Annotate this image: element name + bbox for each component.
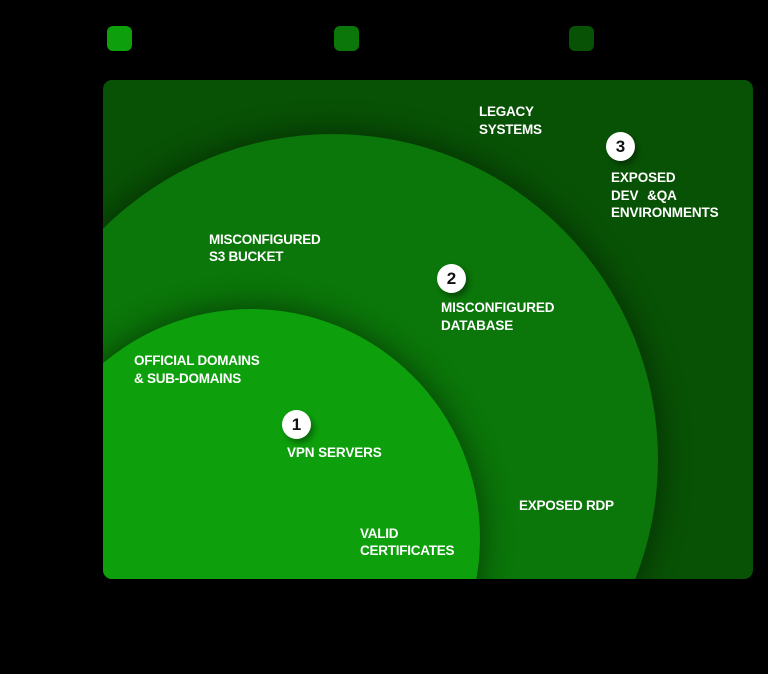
label-line: VPN SERVERS: [287, 445, 382, 460]
label-line: & SUB-DOMAINS: [134, 370, 241, 386]
label-legacy-systems: LEGACY SYSTEMS: [479, 103, 542, 138]
label-line: MISCONFIGURED: [441, 300, 555, 315]
label-line: DATABASE: [441, 317, 514, 333]
label-official-domains: OFFICIAL DOMAINS & SUB-DOMAINS: [134, 352, 260, 387]
label-vpn-servers: VPN SERVERS: [287, 444, 382, 462]
label-line: ENVIRONMENTS: [611, 205, 719, 220]
legend-swatch-level-1: [107, 26, 132, 51]
label-line: LEGACY: [479, 104, 534, 119]
badge-number: 3: [615, 136, 626, 156]
label-line: DEV &QA: [611, 187, 677, 203]
badge-3: 3: [606, 132, 635, 161]
badge-number: 2: [446, 268, 457, 288]
badge-1: 1: [282, 410, 311, 439]
label-line: S3 BUCKET: [209, 249, 284, 264]
label-line: SYSTEMS: [479, 121, 542, 137]
attack-surface-panel: LEGACY SYSTEMS 3 EXPOSED DEV &QA ENVIRON…: [103, 80, 753, 579]
legend-swatch-level-2: [334, 26, 359, 51]
label-misconfigured-s3-bucket: MISCONFIGURED S3 BUCKET: [209, 231, 321, 266]
label-line: VALID: [360, 525, 399, 541]
badge-number: 1: [291, 414, 302, 434]
label-line: EXPOSED: [611, 170, 676, 185]
label-line: OFFICIAL DOMAINS: [134, 353, 260, 368]
label-valid-certificates: VALID CERTIFICATES: [360, 525, 455, 560]
legend-swatch-level-3: [569, 26, 594, 51]
label-exposed-rdp: EXPOSED RDP: [519, 497, 614, 515]
label-misconfigured-database: MISCONFIGURED DATABASE: [441, 299, 555, 334]
badge-2: 2: [437, 264, 466, 293]
label-line: MISCONFIGURED: [209, 231, 321, 247]
label-exposed-dev-qa-environments: EXPOSED DEV &QA ENVIRONMENTS: [611, 169, 719, 222]
label-line: EXPOSED RDP: [519, 497, 614, 513]
label-line: CERTIFICATES: [360, 543, 455, 558]
